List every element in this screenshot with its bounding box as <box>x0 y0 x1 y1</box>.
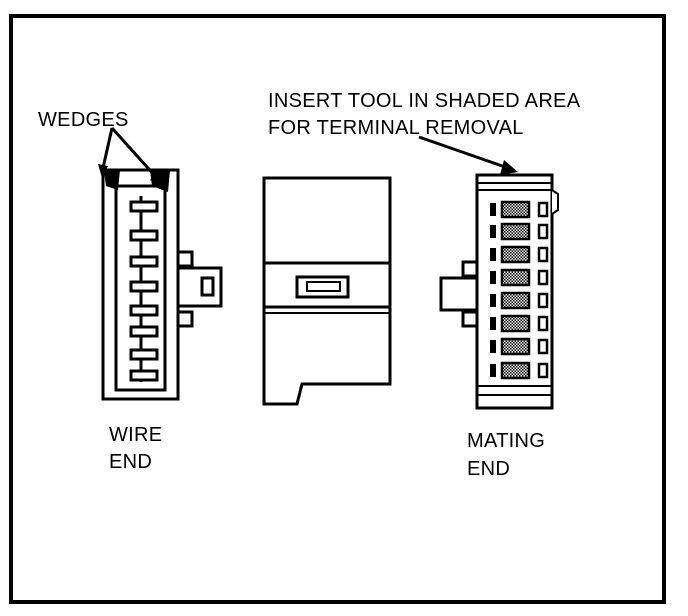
wire-end-side-latch <box>176 266 223 308</box>
mating-end-side-tab-upper <box>461 260 479 278</box>
mating-end-label-line-1: MATING <box>467 430 545 452</box>
mating-end-cavity-rows <box>490 200 549 380</box>
side-view-slot-inner <box>306 281 341 292</box>
mating-end-connector <box>439 173 559 410</box>
wire-end-side-tab-upper <box>176 250 194 268</box>
tool-arrow <box>418 135 518 175</box>
mating-end-side-tab-lower <box>461 310 479 328</box>
wire-end-connector <box>101 168 223 401</box>
wire-end-label-line-1: WIRE <box>109 424 162 446</box>
figure-frame <box>9 14 666 604</box>
wedges-leader-lines <box>98 126 162 186</box>
tool-instruction-line-2: FOR TERMINAL REMOVAL <box>268 117 524 139</box>
mating-end-side-latch <box>439 276 479 312</box>
wedge-left <box>104 170 120 190</box>
tool-instruction-line-1: INSERT TOOL IN SHADED AREA <box>268 90 581 112</box>
mating-end-notch <box>551 189 559 215</box>
side-view-connector <box>262 176 392 406</box>
wire-end-terminal-bars <box>129 200 159 382</box>
wedges-label: WEDGES <box>38 109 129 131</box>
mating-end-label-line-2: END <box>467 458 510 480</box>
wire-end-label-line-2: END <box>109 451 152 473</box>
wire-end-latch-window <box>200 276 215 297</box>
wire-end-side-tab-lower <box>176 310 194 328</box>
